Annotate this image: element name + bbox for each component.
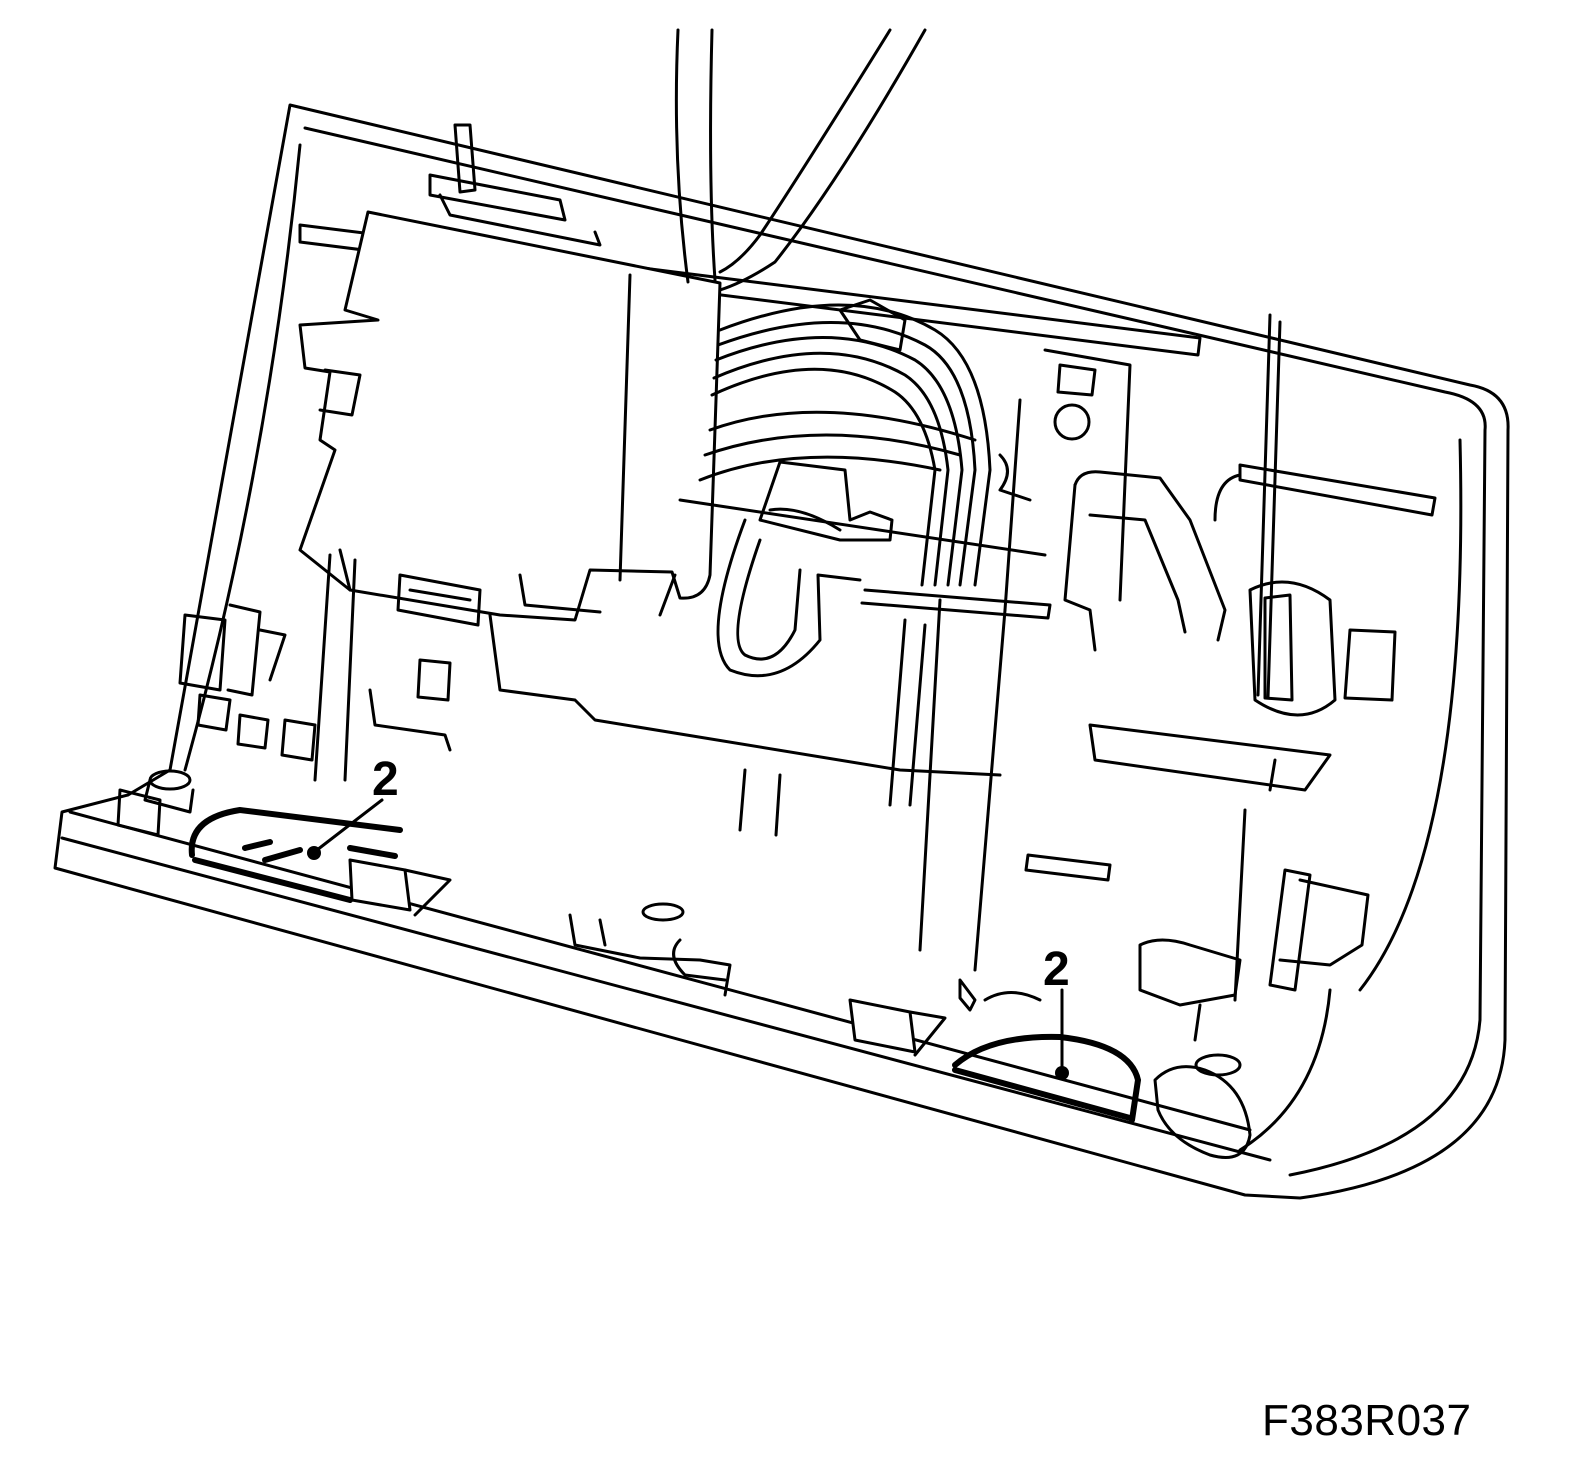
- left-latch-recess: [188, 806, 452, 917]
- left-leader-dot: [307, 846, 321, 860]
- lower-right-clip: [1138, 868, 1370, 1159]
- right-latch-recess: [848, 978, 1142, 1123]
- latch-mechanism: [1024, 348, 1397, 1042]
- left-leader-line: [315, 798, 384, 852]
- central-bracket: [368, 398, 1047, 972]
- callout-left-label: 2: [372, 753, 399, 806]
- panel-housing: [53, 103, 1510, 1200]
- figure-code: F383R037: [1262, 1396, 1472, 1445]
- control-unit: [298, 210, 722, 627]
- left-fasteners: [116, 553, 357, 837]
- callout-right-label: 2: [1043, 943, 1070, 996]
- callout-leaders: [307, 798, 1069, 1080]
- centre-lower-clip: [568, 902, 732, 997]
- right-leader-dot: [1055, 1066, 1069, 1080]
- wiring-harness: [698, 298, 1052, 620]
- top-rail: [298, 123, 1437, 700]
- main-cable: [674, 28, 927, 292]
